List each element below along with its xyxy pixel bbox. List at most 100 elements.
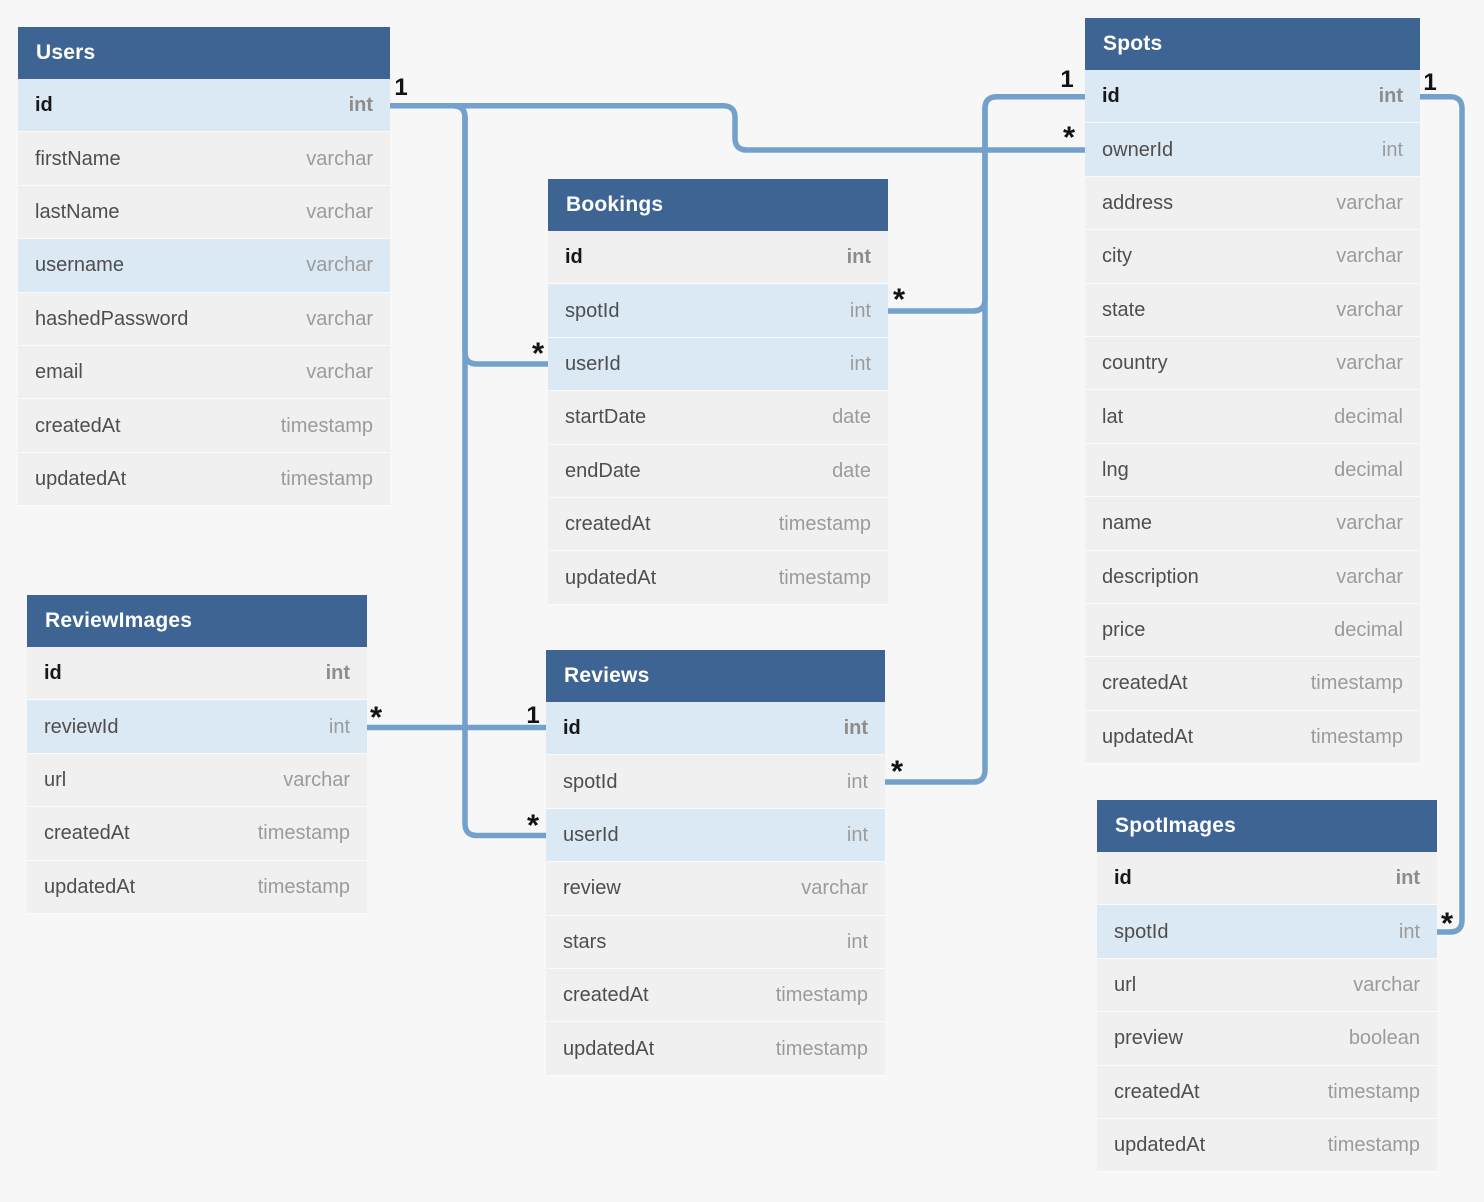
table-spotimages-header[interactable]: SpotImages	[1097, 800, 1437, 852]
table-reviewimages-row-id[interactable]: id int	[27, 647, 367, 701]
field-type: int	[348, 94, 373, 117]
table-bookings-row-userid[interactable]: userId int	[548, 337, 888, 392]
table-bookings-row-startdate[interactable]: startDate date	[548, 391, 888, 445]
table-users-row-firstname[interactable]: firstName varchar	[18, 132, 390, 186]
relationship-reviews-spots[interactable]	[885, 93, 1085, 785]
table-spots-row-name[interactable]: name varchar	[1085, 497, 1420, 551]
table-spots-row-country[interactable]: country varchar	[1085, 336, 1420, 391]
table-reviews-row-review[interactable]: review varchar	[546, 862, 885, 916]
table-spotimages-row-url[interactable]: url varchar	[1097, 958, 1437, 1013]
field-name: id	[563, 717, 581, 740]
cardinality-many-bookings-userid: *	[531, 335, 545, 371]
field-type: int	[849, 352, 871, 375]
table-reviews[interactable]: Reviews id int spotId int userId int rev…	[546, 650, 885, 1076]
table-bookings[interactable]: Bookings id int spotId int userId int st…	[548, 179, 888, 605]
field-name: endDate	[565, 459, 641, 482]
table-spots-row-state[interactable]: state varchar	[1085, 283, 1420, 337]
field-name: spotId	[1114, 920, 1169, 943]
table-reviewimages-row-createdat[interactable]: createdAt timestamp	[27, 807, 367, 861]
field-type: decimal	[1334, 405, 1403, 428]
table-reviewimages[interactable]: ReviewImages id int reviewId int url var…	[27, 595, 367, 914]
table-spots-header[interactable]: Spots	[1085, 18, 1420, 70]
field-name: id	[565, 246, 583, 269]
relationship-users-bookings[interactable]	[390, 102, 548, 367]
table-spots-row-id[interactable]: id int	[1085, 70, 1420, 124]
table-spots-row-createdat[interactable]: createdAt timestamp	[1085, 657, 1420, 711]
table-spots-row-updatedat[interactable]: updatedAt timestamp	[1085, 710, 1420, 765]
field-name: userId	[565, 352, 621, 375]
table-reviews-row-userid[interactable]: userId int	[546, 808, 885, 863]
table-spotimages-row-preview[interactable]: preview boolean	[1097, 1012, 1437, 1066]
field-name: updatedAt	[565, 566, 657, 589]
relationship-spots-spotimages[interactable]	[1420, 93, 1465, 935]
relationship-users-spots[interactable]	[390, 102, 1085, 153]
table-users-row-username[interactable]: username varchar	[18, 239, 390, 293]
field-name: username	[35, 254, 124, 277]
field-type: timestamp	[778, 513, 871, 536]
table-reviewimages-row-updatedat[interactable]: updatedAt timestamp	[27, 860, 367, 914]
table-spots[interactable]: Spots id int ownerId int address varchar…	[1085, 18, 1420, 765]
field-type: timestamp	[1327, 1080, 1420, 1103]
table-spots-row-lat[interactable]: lat decimal	[1085, 390, 1420, 444]
table-users-header[interactable]: Users	[18, 27, 390, 79]
field-name: updatedAt	[35, 467, 127, 490]
table-users-row-hashedpassword[interactable]: hashedPassword varchar	[18, 292, 390, 346]
table-spots-row-description[interactable]: description varchar	[1085, 550, 1420, 604]
relationship-users-reviews[interactable]	[390, 102, 546, 839]
field-type: varchar	[306, 361, 373, 384]
field-name: spotId	[563, 770, 618, 793]
table-spotimages-row-id[interactable]: id int	[1097, 852, 1437, 906]
table-reviewimages-row-url[interactable]: url varchar	[27, 753, 367, 808]
field-name: price	[1102, 619, 1146, 642]
cardinality-many-reviews-userid: *	[526, 807, 540, 843]
table-spotimages-row-createdat[interactable]: createdAt timestamp	[1097, 1065, 1437, 1119]
table-users-row-updatedat[interactable]: updatedAt timestamp	[18, 452, 390, 507]
field-name: id	[44, 662, 62, 685]
table-bookings-header[interactable]: Bookings	[548, 179, 888, 231]
table-users-row-createdat[interactable]: createdAt timestamp	[18, 399, 390, 453]
table-bookings-row-spotid[interactable]: spotId int	[548, 284, 888, 338]
table-spots-row-city[interactable]: city varchar	[1085, 230, 1420, 284]
table-reviewimages-header[interactable]: ReviewImages	[27, 595, 367, 647]
field-name: url	[44, 768, 67, 791]
table-reviewimages-row-reviewid[interactable]: reviewId int	[27, 700, 367, 754]
table-reviews-row-stars[interactable]: stars int	[546, 915, 885, 969]
table-users[interactable]: Users id int firstName varchar lastName …	[18, 27, 390, 507]
table-reviews-row-id[interactable]: id int	[546, 702, 885, 756]
field-name: firstName	[35, 147, 121, 170]
field-type: decimal	[1334, 458, 1403, 481]
table-reviews-row-updatedat[interactable]: updatedAt timestamp	[546, 1022, 885, 1076]
table-spots-row-ownerid[interactable]: ownerId int	[1085, 123, 1420, 177]
table-spotimages-row-updatedat[interactable]: updatedAt timestamp	[1097, 1118, 1437, 1173]
field-type: varchar	[1336, 565, 1403, 588]
table-users-row-id[interactable]: id int	[18, 79, 390, 133]
field-name: createdAt	[563, 984, 649, 1007]
table-spotimages[interactable]: SpotImages id int spotId int url varchar…	[1097, 800, 1437, 1173]
table-bookings-row-updatedat[interactable]: updatedAt timestamp	[548, 551, 888, 605]
field-type: int	[1395, 867, 1420, 890]
table-bookings-row-createdat[interactable]: createdAt timestamp	[548, 497, 888, 552]
field-type: int	[328, 715, 350, 738]
field-type: int	[1381, 138, 1403, 161]
table-reviews-header[interactable]: Reviews	[546, 650, 885, 702]
table-spots-row-lng[interactable]: lng decimal	[1085, 443, 1420, 498]
table-spots-row-address[interactable]: address varchar	[1085, 176, 1420, 231]
field-type: varchar	[306, 254, 373, 277]
field-type: varchar	[1336, 512, 1403, 535]
field-name: review	[563, 877, 621, 900]
table-spots-row-price[interactable]: price decimal	[1085, 603, 1420, 658]
field-type: int	[1398, 920, 1420, 943]
table-bookings-row-id[interactable]: id int	[548, 231, 888, 285]
field-type: int	[846, 770, 868, 793]
table-reviews-row-createdat[interactable]: createdAt timestamp	[546, 968, 885, 1023]
table-users-row-email[interactable]: email varchar	[18, 345, 390, 400]
field-name: reviewId	[44, 715, 119, 738]
table-reviews-row-spotid[interactable]: spotId int	[546, 755, 885, 809]
field-name: lng	[1102, 458, 1129, 481]
table-spotimages-row-spotid[interactable]: spotId int	[1097, 905, 1437, 959]
cardinality-many-bookings-spotid: *	[892, 281, 906, 317]
table-users-row-lastname[interactable]: lastName varchar	[18, 185, 390, 240]
field-type: int	[846, 246, 871, 269]
field-name: createdAt	[44, 822, 130, 845]
table-bookings-row-enddate[interactable]: endDate date	[548, 444, 888, 498]
